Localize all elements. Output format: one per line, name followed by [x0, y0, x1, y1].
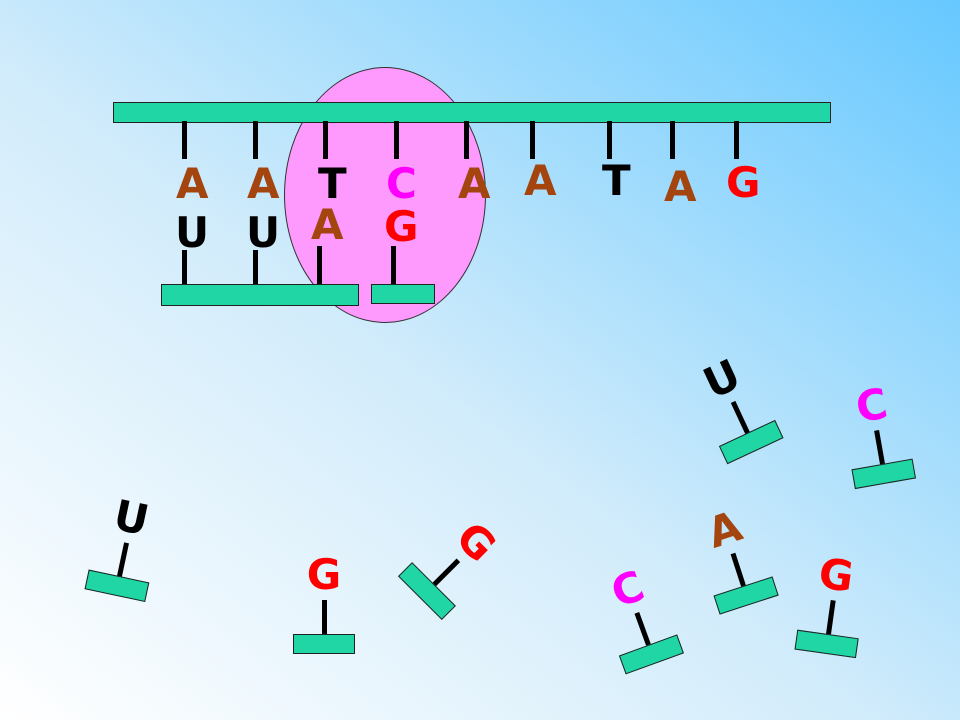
- dna-stick: [323, 121, 328, 159]
- dna-stick: [464, 121, 469, 159]
- dna-base-1: A: [176, 159, 209, 208]
- dna-backbone: [113, 102, 831, 123]
- dna-base-5: A: [458, 159, 491, 208]
- nucleotide-backbone: [618, 634, 684, 675]
- dna-stick: [607, 121, 612, 159]
- nucleotide-backbone: [718, 419, 784, 465]
- nucleotide-stick: [730, 401, 750, 435]
- nucleotide-stick: [730, 552, 746, 587]
- rna-base-4: G: [384, 202, 419, 251]
- free-base-1: U: [696, 349, 748, 409]
- rna-base-2: U: [246, 208, 281, 257]
- free-base-4: A: [701, 501, 748, 558]
- nucleotide-stick: [873, 430, 885, 465]
- dna-base-8: A: [664, 162, 697, 211]
- rna-stick: [253, 250, 258, 286]
- dna-base-3: T: [318, 159, 347, 208]
- dna-base-7: T: [602, 156, 631, 205]
- dna-base-6: A: [524, 156, 557, 205]
- nucleotide-stick: [825, 599, 836, 635]
- rna-backbone-new: [371, 284, 435, 304]
- dna-stick: [530, 121, 535, 159]
- free-base-8: C: [604, 560, 651, 618]
- dna-stick: [182, 121, 187, 159]
- nucleotide-backbone: [713, 576, 779, 615]
- rna-stick: [391, 246, 396, 286]
- nucleotide-backbone: [293, 634, 355, 654]
- rna-backbone: [161, 284, 359, 306]
- dna-base-4: C: [386, 159, 417, 208]
- free-base-3: U: [109, 490, 154, 546]
- rna-base-3: A: [311, 200, 344, 249]
- dna-stick: [253, 121, 258, 159]
- free-base-5: G: [306, 550, 342, 599]
- rna-stick: [182, 250, 187, 286]
- dna-base-9: G: [726, 158, 761, 207]
- dna-stick: [670, 121, 675, 159]
- nucleotide-stick: [116, 542, 129, 577]
- rna-base-1: U: [175, 208, 210, 257]
- nucleotide-stick: [432, 558, 460, 586]
- rna-stick: [317, 246, 322, 286]
- nucleotide-stick: [634, 612, 651, 646]
- nucleotide-stick: [321, 600, 327, 634]
- free-base-2: C: [852, 378, 892, 433]
- free-base-7: G: [815, 548, 857, 602]
- dna-base-2: A: [247, 159, 280, 208]
- dna-stick: [394, 121, 399, 159]
- dna-stick: [734, 121, 739, 159]
